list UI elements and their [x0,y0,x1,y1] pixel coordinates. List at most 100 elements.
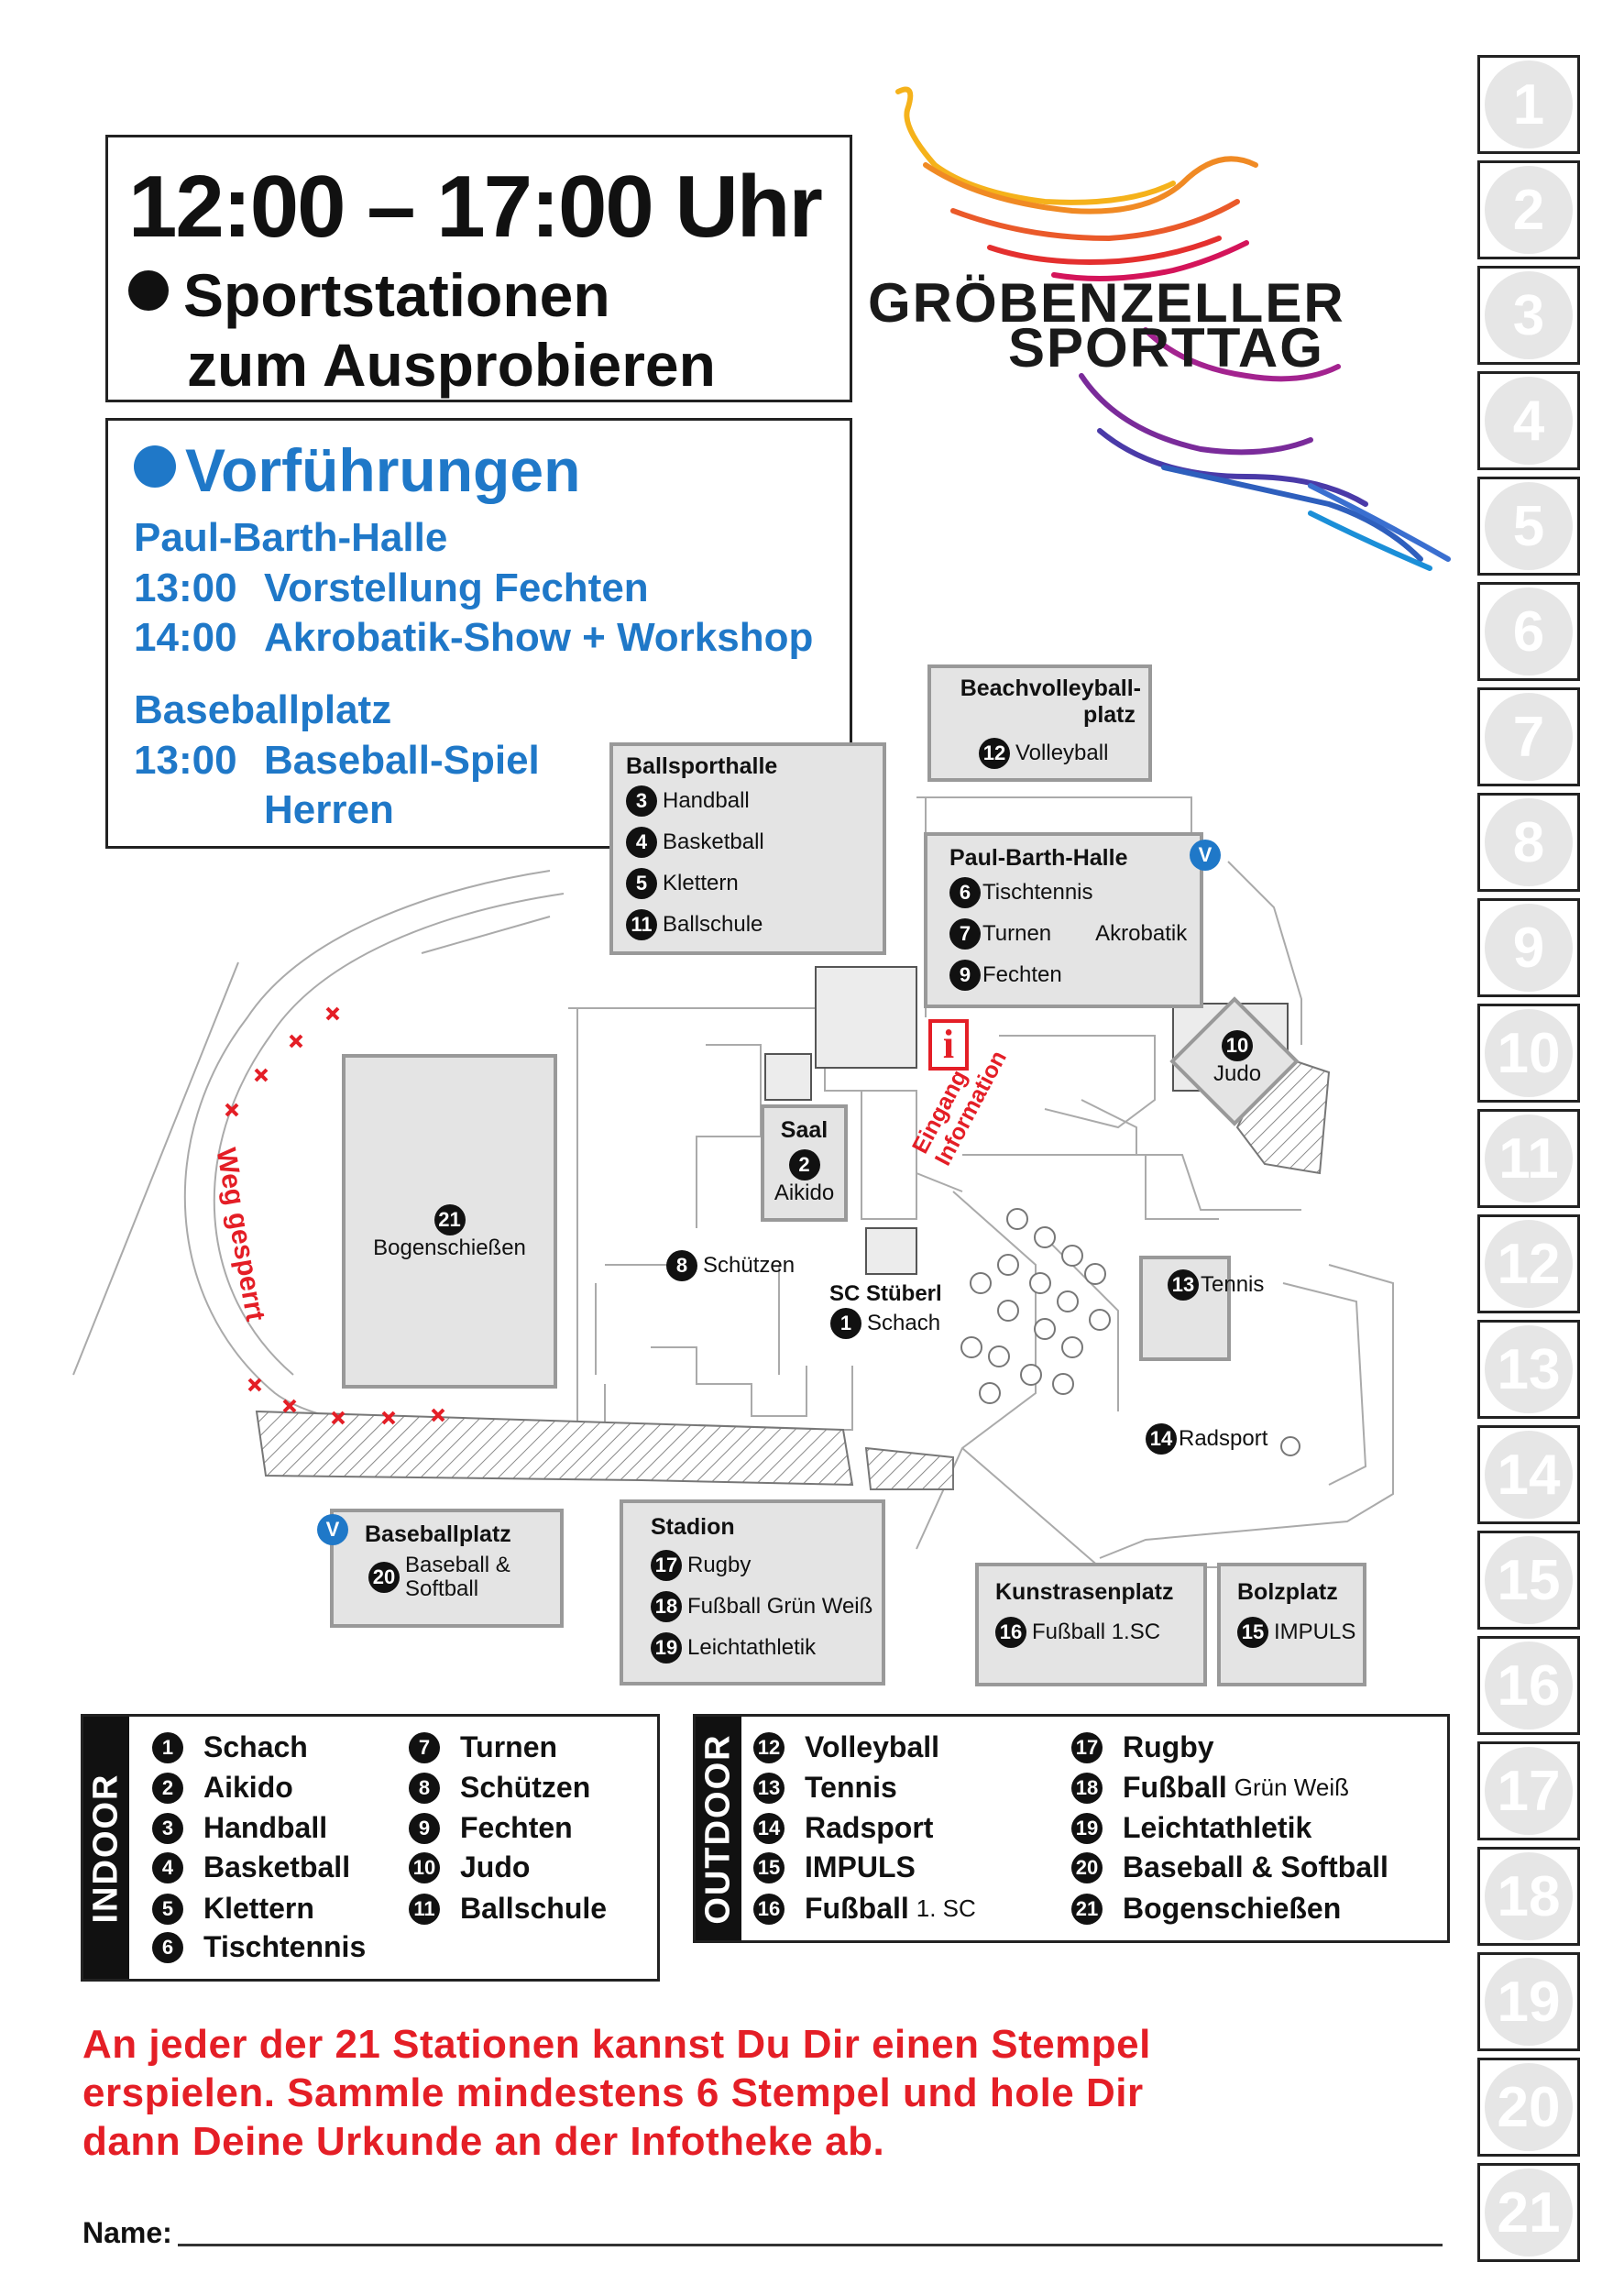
station-label: Ballschule [460,1892,608,1925]
stamp-number: 12 [1485,1220,1573,1308]
station-label: Judo [460,1850,531,1883]
legend-item: 8 Schützen [409,1771,590,1805]
athlete-scribble-icon [895,86,1451,571]
station-label: Turnen [460,1730,558,1763]
station-label: Fußball [805,1892,909,1925]
station-label: Fußball [1123,1771,1227,1804]
stamp-number: 5 [1485,482,1573,570]
demo-section-title: Paul-Barth-Halle [134,515,448,560]
stamp-box: 9 [1477,898,1580,997]
stamp-box: 13 [1477,1320,1580,1419]
demo-marker-baseball: V [317,1514,348,1545]
stamp-number: 21 [1485,2169,1573,2257]
stamp-number: 9 [1485,904,1573,992]
station-label: Tennis [805,1771,897,1804]
stamp-number: 4 [1485,377,1573,465]
legend-item: 12 Volleyball [753,1730,939,1764]
stamp-number: 11 [1485,1115,1573,1202]
station-label: Schützen [460,1771,591,1804]
stamp-notice: An jeder der 21 Stationen kannst Du Dir … [82,2022,1151,2164]
station-number: 8 [409,1772,440,1804]
legend-item: 11 Ballschule [409,1892,607,1926]
site-map-lines [72,796,1394,1568]
stamp-number: 1 [1485,60,1573,148]
sporttag-logo: GRÖBENZELLER SPORTTAG [868,55,1512,605]
legend-item: 3 Handball [152,1811,327,1845]
station-number: 17 [1071,1731,1103,1763]
stamp-box: 19 [1477,1952,1580,2051]
station-label-extra: 1. SC [916,1894,976,1922]
stamp-box: 3 [1477,266,1580,365]
stamp-box: 21 [1477,2163,1580,2262]
station-number: 10 [409,1851,440,1883]
stamp-number: 8 [1485,798,1573,886]
bullet-icon [128,270,169,311]
demonstrations-title: Vorführungen [134,434,850,507]
stamp-number: 14 [1485,1431,1573,1519]
station-number: 20 [1071,1851,1103,1883]
station-label: Handball [203,1811,328,1844]
station-number: 16 [753,1893,785,1925]
information-icon: i [928,1019,969,1071]
stamp-box: 18 [1477,1847,1580,1946]
stamp-box: 20 [1477,2058,1580,2157]
station-label: Radsport [805,1811,934,1844]
stamp-box: 14 [1477,1425,1580,1524]
station-label: Aikido [203,1771,293,1804]
stamp-box: 10 [1477,1004,1580,1103]
stamp-box: 2 [1477,160,1580,259]
stamp-number: 2 [1485,166,1573,254]
stamp-box: 6 [1477,582,1580,681]
name-label: Name: [82,2216,172,2249]
stamp-number: 7 [1485,693,1573,781]
stamp-number: 18 [1485,1852,1573,1940]
sc-stueberl-title: SC Stüberl [829,1281,942,1306]
stamp-box: 1 [1477,55,1580,154]
station-number: 12 [753,1731,785,1763]
legend-item: 10 Judo [409,1850,530,1884]
indoor-tag: INDOOR [83,1717,129,1979]
stamp-number: 10 [1485,1009,1573,1097]
station-number: 15 [753,1851,785,1883]
station-judo: 10 Judo [1213,1030,1261,1087]
station-number: 11 [409,1893,440,1925]
station-number: 21 [1071,1893,1103,1925]
station-label: Volleyball [805,1730,940,1763]
name-field[interactable]: Name: [82,2216,1443,2250]
name-line[interactable] [177,2244,1443,2246]
station-label: Fechten [460,1811,573,1844]
station-number: 3 [152,1812,183,1844]
station-label: Basketball [203,1850,351,1883]
stamp-number: 3 [1485,271,1573,359]
stamp-box: 17 [1477,1741,1580,1840]
